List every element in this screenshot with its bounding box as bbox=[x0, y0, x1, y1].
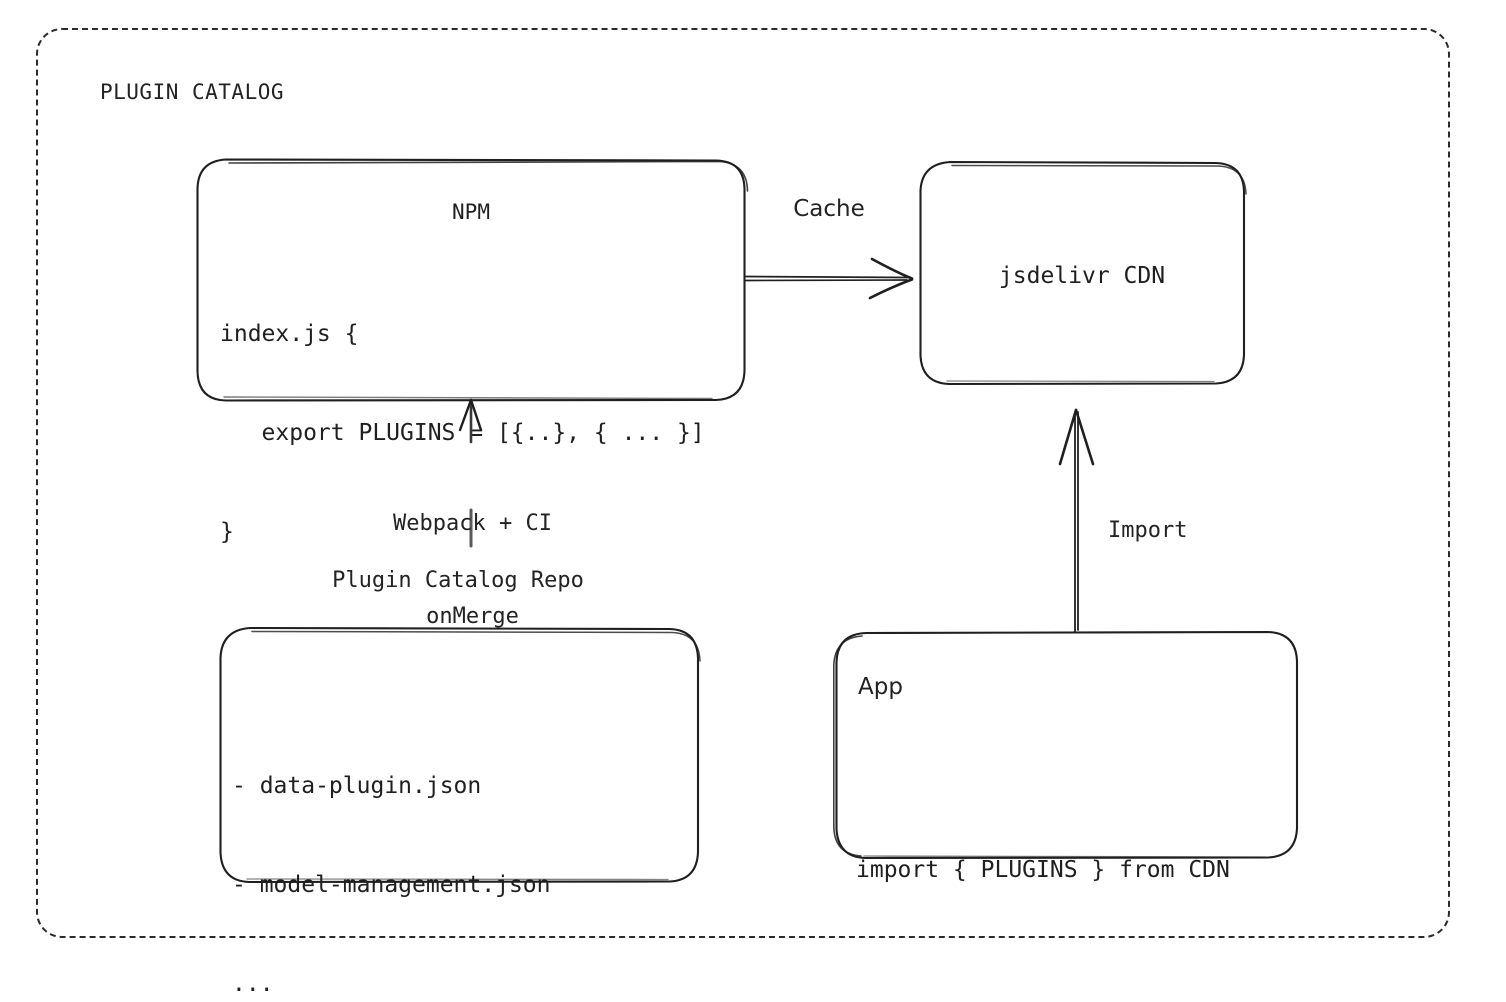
app-code-line: import { PLUGINS } from CDN bbox=[856, 857, 1230, 883]
edge-build-label-line1: Webpack + CI bbox=[393, 511, 552, 536]
repo-caption: Plugin Catalog Repo bbox=[332, 568, 584, 593]
npm-title: NPM bbox=[452, 200, 490, 224]
npm-code: index.js { export PLUGINS = [{..}, { ...… bbox=[220, 252, 705, 615]
app-title: App bbox=[858, 674, 903, 700]
edge-build-label-line2: onMerge bbox=[426, 604, 519, 629]
node-npm[interactable]: NPM index.js { export PLUGINS = [{..}, {… bbox=[196, 158, 749, 545]
npm-code-line: } bbox=[220, 519, 234, 545]
app-code: import { PLUGINS } from CDN PLUGINS.forE… bbox=[856, 730, 1230, 1002]
repo-file-item: - model-management.json bbox=[232, 872, 551, 898]
edge-cache-label: Cache bbox=[793, 196, 865, 222]
npm-code-line: export PLUGINS = [{..}, { ... }] bbox=[220, 420, 705, 446]
edge-import-label: Import bbox=[1108, 518, 1188, 543]
cdn-title: jsdelivr CDN bbox=[998, 263, 1166, 289]
plugin-catalog-group bbox=[36, 28, 1450, 938]
group-title: PLUGIN CATALOG bbox=[100, 80, 285, 104]
npm-code-line: index.js { bbox=[220, 321, 359, 347]
edge-build-label: Webpack + CI onMerge bbox=[330, 446, 615, 694]
repo-file-item: ... bbox=[232, 971, 274, 997]
node-app[interactable]: App import { PLUGINS } from CDN PLUGINS.… bbox=[832, 630, 1300, 883]
node-jsdelivr-cdn[interactable]: jsdelivr CDN bbox=[918, 160, 1247, 386]
repo-file-list: - data-plugin.json - model-management.js… bbox=[232, 704, 551, 1002]
repo-file-item: - data-plugin.json bbox=[232, 773, 482, 799]
